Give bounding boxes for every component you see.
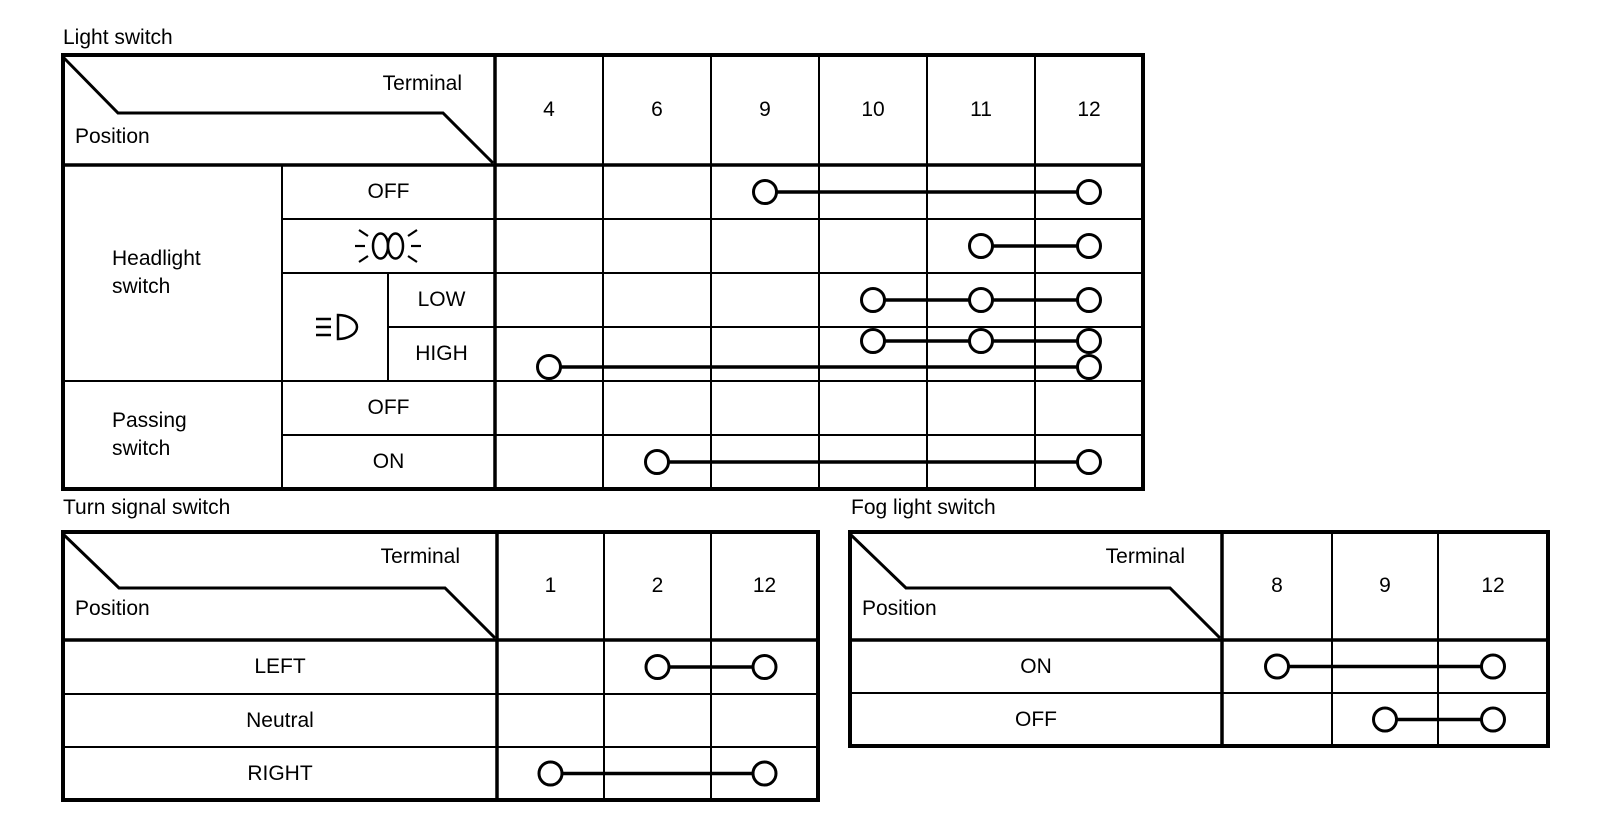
fog-terminal-number-9: 9 [1379,574,1391,598]
turn-header-diagonal [61,532,497,640]
fog-terminal-number-8: 8 [1271,574,1283,598]
turn-position-header-label: Position [75,597,150,621]
light-terminal-number-9: 9 [759,98,771,122]
turn-terminal-number-12: 12 [752,574,777,598]
light-terminal-circle [968,287,994,313]
turn-terminal-circle [751,654,778,680]
fog-terminal-header-label: Terminal [1105,545,1185,569]
light-row-2-position-label: LOW [417,288,466,312]
turn-row-1-position-label: Neutral [246,708,314,732]
fog-header-diagonal [848,532,1222,640]
light-terminal-circle [1076,233,1102,259]
light-terminal-circle [644,449,670,475]
light-terminal-header-label: Terminal [382,72,462,96]
light-terminal-circle [752,179,778,205]
fog-row-1-position-label: OFF [1015,707,1057,731]
light-position-header-label: Position [75,125,150,149]
light-terminal-circle [968,233,994,259]
light-row-0-position-label: OFF [367,180,410,204]
light-row-3-position-label: HIGH [415,342,468,366]
light-row-4-position-label: OFF [367,396,410,420]
light-terminal-number-4: 4 [543,98,555,122]
turn-terminal-number-2: 2 [651,574,664,598]
light-terminal-circle [860,287,886,313]
light-terminal-number-12: 12 [1077,98,1101,122]
turn-terminal-circle [537,760,564,787]
light-terminal-circle [1076,354,1102,380]
light-terminal-number-10: 10 [861,98,885,122]
turn-terminal-header-label: Terminal [380,545,460,569]
turn-row-2-position-label: RIGHT [247,761,313,785]
light-group-passing-switch-label: Passing switch [112,409,187,460]
light-terminal-circle [1076,287,1102,313]
light-terminal-number-11: 11 [970,98,992,122]
fog-light-switch-title: Fog light switch [851,496,996,520]
light-terminal-circle [1076,328,1102,354]
turn-terminal-circle [644,654,671,680]
turn-table-border [61,530,820,802]
fog-terminal-circle [1480,653,1506,680]
turn-terminal-number-1: 1 [544,574,557,598]
fog-terminal-circle [1264,653,1290,680]
headlight-beam-icon [316,313,359,341]
light-terminal-circle [860,328,886,354]
light-row-5-position-label: ON [372,450,405,474]
light-terminal-circle [1076,449,1102,475]
fog-terminal-circle [1372,706,1398,733]
fog-row-0-position-label: ON [1020,654,1052,678]
turn-row-0-position-label: LEFT [254,655,306,679]
light-terminal-circle [968,328,994,354]
light-terminal-number-6: 6 [651,98,663,122]
light-switch-title: Light switch [63,26,173,50]
parking-lights-icon [355,229,421,263]
fog-terminal-number-12: 12 [1481,574,1505,598]
turn-terminal-circle [751,760,778,787]
fog-terminal-circle [1480,706,1506,733]
fog-position-header-label: Position [862,597,937,621]
light-header-diagonal [61,55,495,165]
light-terminal-circle [536,354,562,380]
turn-signal-switch-title: Turn signal switch [63,496,231,520]
light-group-headlight-switch-label: Headlight switch [112,247,201,298]
light-terminal-circle [1076,179,1102,205]
